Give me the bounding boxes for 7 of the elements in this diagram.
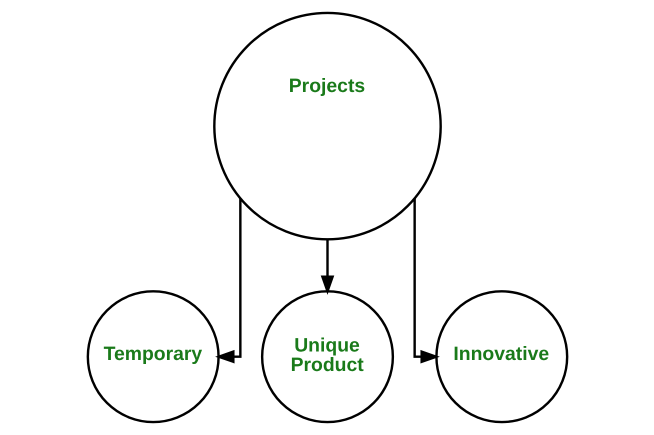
arrow [320, 239, 334, 295]
node-circle: Temporary [86, 290, 220, 424]
node-circle: Projects [212, 12, 442, 240]
node-circle: Innovative [434, 290, 568, 424]
node-circle: Unique Product [260, 290, 394, 424]
arrow [214, 198, 242, 364]
arrow [412, 198, 440, 364]
